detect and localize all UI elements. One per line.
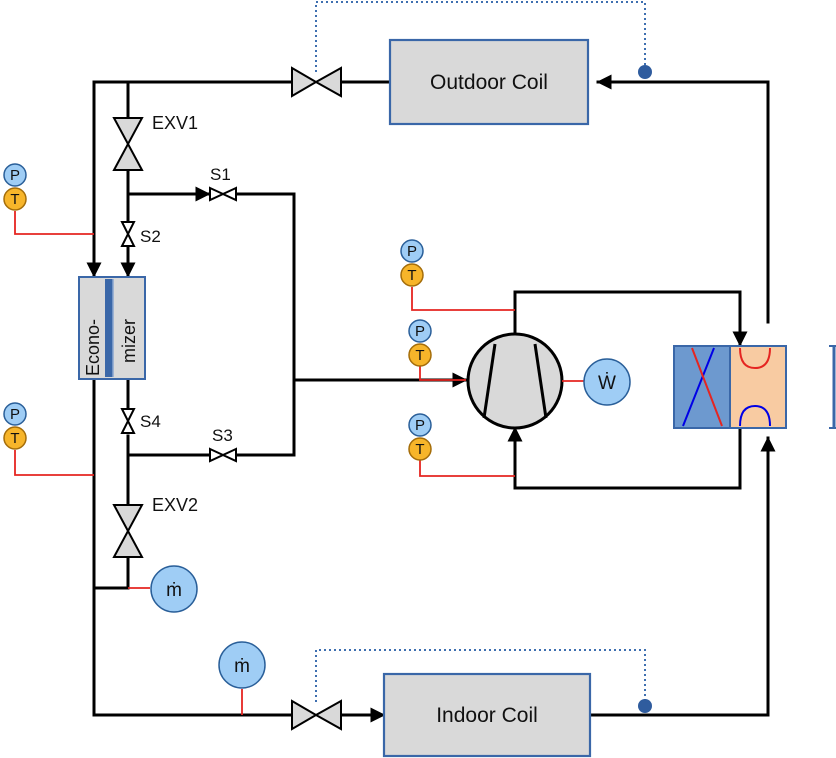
- mass-flow-symbol-2: ṁ: [234, 656, 250, 677]
- indoor-expansion-valve: [291, 699, 342, 731]
- exv2-valve: [112, 504, 144, 558]
- pressure-symbol-4: P: [415, 323, 425, 340]
- pt-sensor-upper-left: P T: [3, 163, 27, 211]
- s1-valve: [209, 186, 237, 202]
- pressure-symbol-2: P: [10, 406, 20, 423]
- indoor-coil-sensor-dot: [638, 699, 652, 713]
- exv1-valve: [112, 117, 144, 171]
- outdoor-expansion-control-line: [315, 1, 646, 72]
- economizer: Econo- mizer: [78, 276, 146, 380]
- outdoor-coil: Outdoor Coil: [388, 38, 590, 126]
- pressure-symbol-3: P: [407, 243, 417, 260]
- outdoor-expansion-valve: [291, 66, 342, 98]
- exv1-label: EXV1: [152, 113, 198, 133]
- outdoor-coil-sensor-dot: [638, 65, 652, 79]
- pt-sensor-lower-left: P T: [3, 402, 27, 450]
- s2-label: S2: [140, 227, 161, 246]
- indoor-expansion-control-line: [315, 649, 646, 702]
- indoor-mass-flow-meter: ṁ: [218, 641, 266, 689]
- s1-label: S1: [210, 165, 231, 184]
- pt-sensor-discharge: P T: [400, 239, 424, 287]
- compressor: [466, 332, 564, 430]
- pressure-symbol-1: P: [10, 167, 20, 184]
- temperature-symbol-3: T: [407, 267, 416, 284]
- temperature-symbol-1: T: [10, 191, 19, 208]
- economizer-label-left: Econo-: [83, 319, 103, 376]
- temperature-symbol-5: T: [415, 441, 424, 458]
- compressor-power-sensor: Ẇ: [583, 358, 631, 406]
- s4-valve: [120, 408, 136, 434]
- pressure-symbol-5: P: [415, 417, 425, 434]
- reversing-valve: [673, 345, 836, 429]
- s2-valve: [120, 221, 136, 247]
- outdoor-coil-label: Outdoor Coil: [430, 71, 548, 94]
- s4-label: S4: [140, 412, 161, 431]
- temperature-symbol-2: T: [10, 430, 19, 447]
- economizer-mass-flow-meter: ṁ: [150, 565, 198, 613]
- pt-sensor-injection: P T: [408, 413, 432, 461]
- mass-flow-symbol-1: ṁ: [166, 580, 182, 601]
- refrigerant-piping: [86, 74, 776, 723]
- power-symbol: Ẇ: [598, 373, 616, 394]
- s3-valve: [209, 447, 237, 463]
- indoor-coil-label: Indoor Coil: [436, 704, 538, 727]
- economizer-label-right: mizer: [119, 319, 139, 363]
- temperature-symbol-4: T: [415, 347, 424, 364]
- s3-label: S3: [212, 426, 233, 445]
- exv2-label: EXV2: [152, 495, 198, 515]
- pt-sensor-suction: P T: [408, 319, 432, 367]
- indoor-coil: Indoor Coil: [382, 672, 592, 758]
